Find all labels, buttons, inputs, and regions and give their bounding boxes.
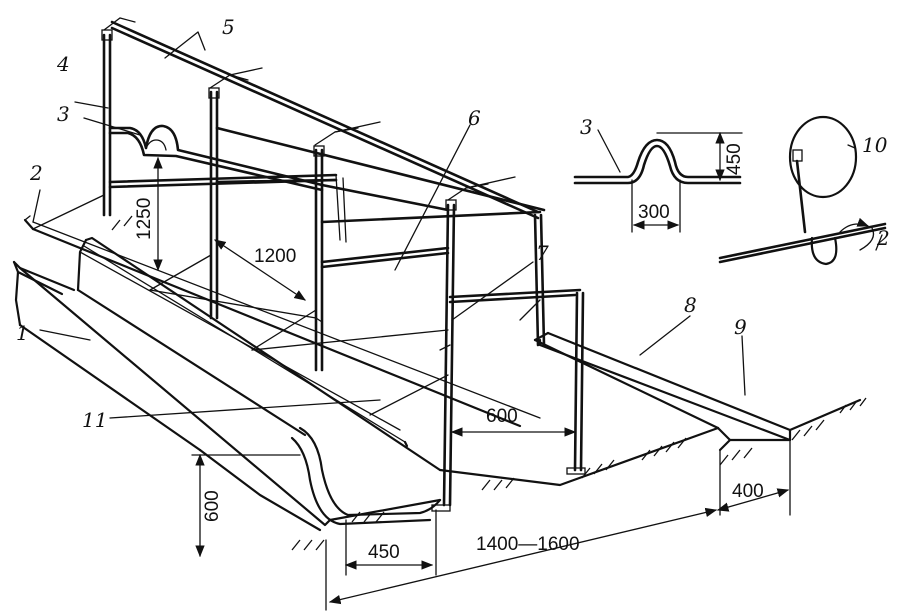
- front-rail: [23, 215, 541, 428]
- label-5: 5: [222, 15, 235, 39]
- stall-platform: [438, 331, 862, 516]
- dim-1250: 1250: [134, 198, 155, 240]
- top-rails: [103, 17, 546, 347]
- label-6: 6: [468, 106, 481, 130]
- stall-dividers: [32, 194, 541, 416]
- label-7: 7: [536, 241, 549, 265]
- dim-450-detail: 450: [724, 143, 745, 175]
- label-2: 2: [29, 161, 43, 185]
- label-10: 10: [862, 133, 888, 157]
- part-labels: 1 2 3 4 5 6 7 8 9 10 11 3 2: [16, 15, 890, 432]
- dimension-lines: [153, 156, 790, 611]
- dim-600-height: 600: [202, 490, 223, 522]
- dim-1200: 1200: [254, 246, 296, 267]
- dimension-labels: 1250 1200 450 300 600 600 450 1400—1600 …: [134, 143, 764, 563]
- cross-rails: [108, 173, 586, 475]
- label-9: 9: [734, 315, 747, 339]
- label-3-detail: 3: [580, 115, 593, 139]
- detail-neck-bar: [573, 131, 743, 233]
- label-3: 3: [57, 102, 70, 126]
- leader-lines: [32, 31, 883, 419]
- dim-450-bottom: 450: [368, 542, 400, 563]
- label-8: 8: [684, 293, 697, 317]
- label-4: 4: [56, 52, 70, 76]
- feed-trough: [12, 236, 442, 527]
- dim-300-detail: 300: [638, 202, 670, 223]
- detail-tie-hook: [718, 115, 887, 266]
- label-1: 1: [16, 321, 29, 345]
- dim-400: 400: [732, 481, 764, 502]
- label-11: 11: [82, 408, 107, 432]
- dim-1400-1600: 1400—1600: [476, 534, 580, 555]
- upright-posts: [101, 29, 457, 512]
- label-2-detail: 2: [876, 226, 890, 250]
- neck-rail: [108, 124, 546, 212]
- dim-600-width: 600: [486, 406, 518, 427]
